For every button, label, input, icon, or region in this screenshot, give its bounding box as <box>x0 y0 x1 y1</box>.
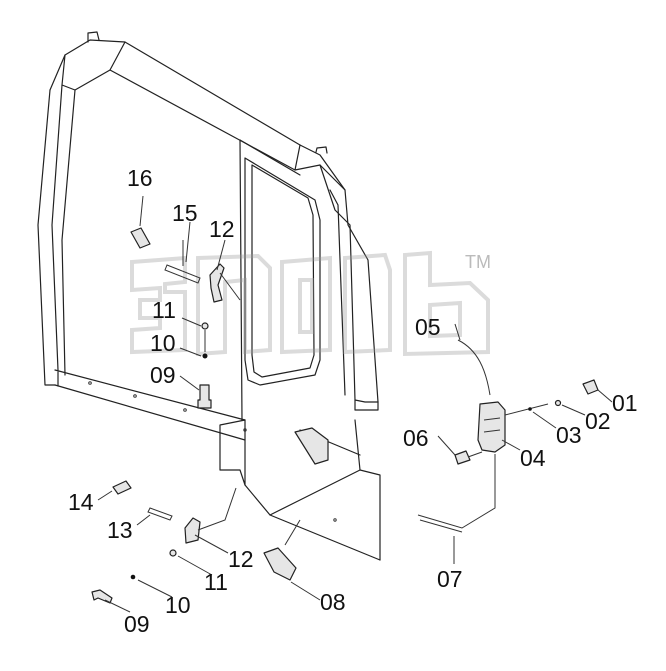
part-10-washer-lower <box>130 574 136 580</box>
callout-07: 07 <box>437 566 463 592</box>
callout-08: 08 <box>320 589 346 615</box>
door-frame <box>37 31 381 561</box>
callout-labels: 16 15 12 11 10 09 05 01 02 03 06 04 14 1… <box>68 165 638 637</box>
callout-10-upper: 10 <box>150 330 176 356</box>
trademark-symbol: TM <box>465 252 491 272</box>
callout-11-lower: 11 <box>204 569 228 595</box>
callout-09-upper: 09 <box>150 362 176 388</box>
callout-05: 05 <box>415 314 441 340</box>
part-04-latch <box>477 401 506 453</box>
callout-01: 01 <box>612 390 638 416</box>
callout-12-upper: 12 <box>209 216 235 242</box>
upper-hardware <box>130 227 241 409</box>
part-14-grip <box>112 480 132 495</box>
part-13-rod <box>147 507 173 521</box>
callout-04: 04 <box>520 445 546 471</box>
handle-parts <box>263 427 329 581</box>
part-03-washer <box>528 407 532 411</box>
part-15-rod <box>164 264 201 284</box>
callout-14: 14 <box>68 489 94 515</box>
callout-16: 16 <box>127 165 153 191</box>
callout-02: 02 <box>585 408 611 434</box>
part-16-grip <box>130 227 151 249</box>
part-11-washer <box>201 322 209 330</box>
watermark-logo <box>130 250 490 357</box>
callout-13: 13 <box>107 517 133 543</box>
callout-09-lower: 09 <box>124 611 150 637</box>
part-11-washer-lower <box>169 549 177 557</box>
handle-plate <box>294 427 329 465</box>
callout-06: 06 <box>403 425 429 451</box>
part-07-rod <box>417 454 496 529</box>
latch-assembly <box>417 339 599 533</box>
callout-12-lower: 12 <box>228 546 254 572</box>
part-08-handle <box>263 547 297 581</box>
callout-03: 03 <box>556 422 582 448</box>
lower-hardware <box>91 480 237 604</box>
part-02-washer <box>554 399 562 407</box>
leader-lines <box>97 195 613 613</box>
part-09-bolt-lower <box>91 589 113 604</box>
part-12-bracket-lower <box>184 517 201 544</box>
part-09-bolt <box>197 384 212 409</box>
part-10-washer <box>202 353 208 359</box>
part-05-cable <box>457 339 491 396</box>
callout-10-lower: 10 <box>165 592 191 618</box>
part-06-bolt <box>454 450 471 465</box>
callout-11-upper: 11 <box>152 297 176 323</box>
part-01-nut <box>582 379 599 395</box>
callout-15: 15 <box>172 200 198 226</box>
